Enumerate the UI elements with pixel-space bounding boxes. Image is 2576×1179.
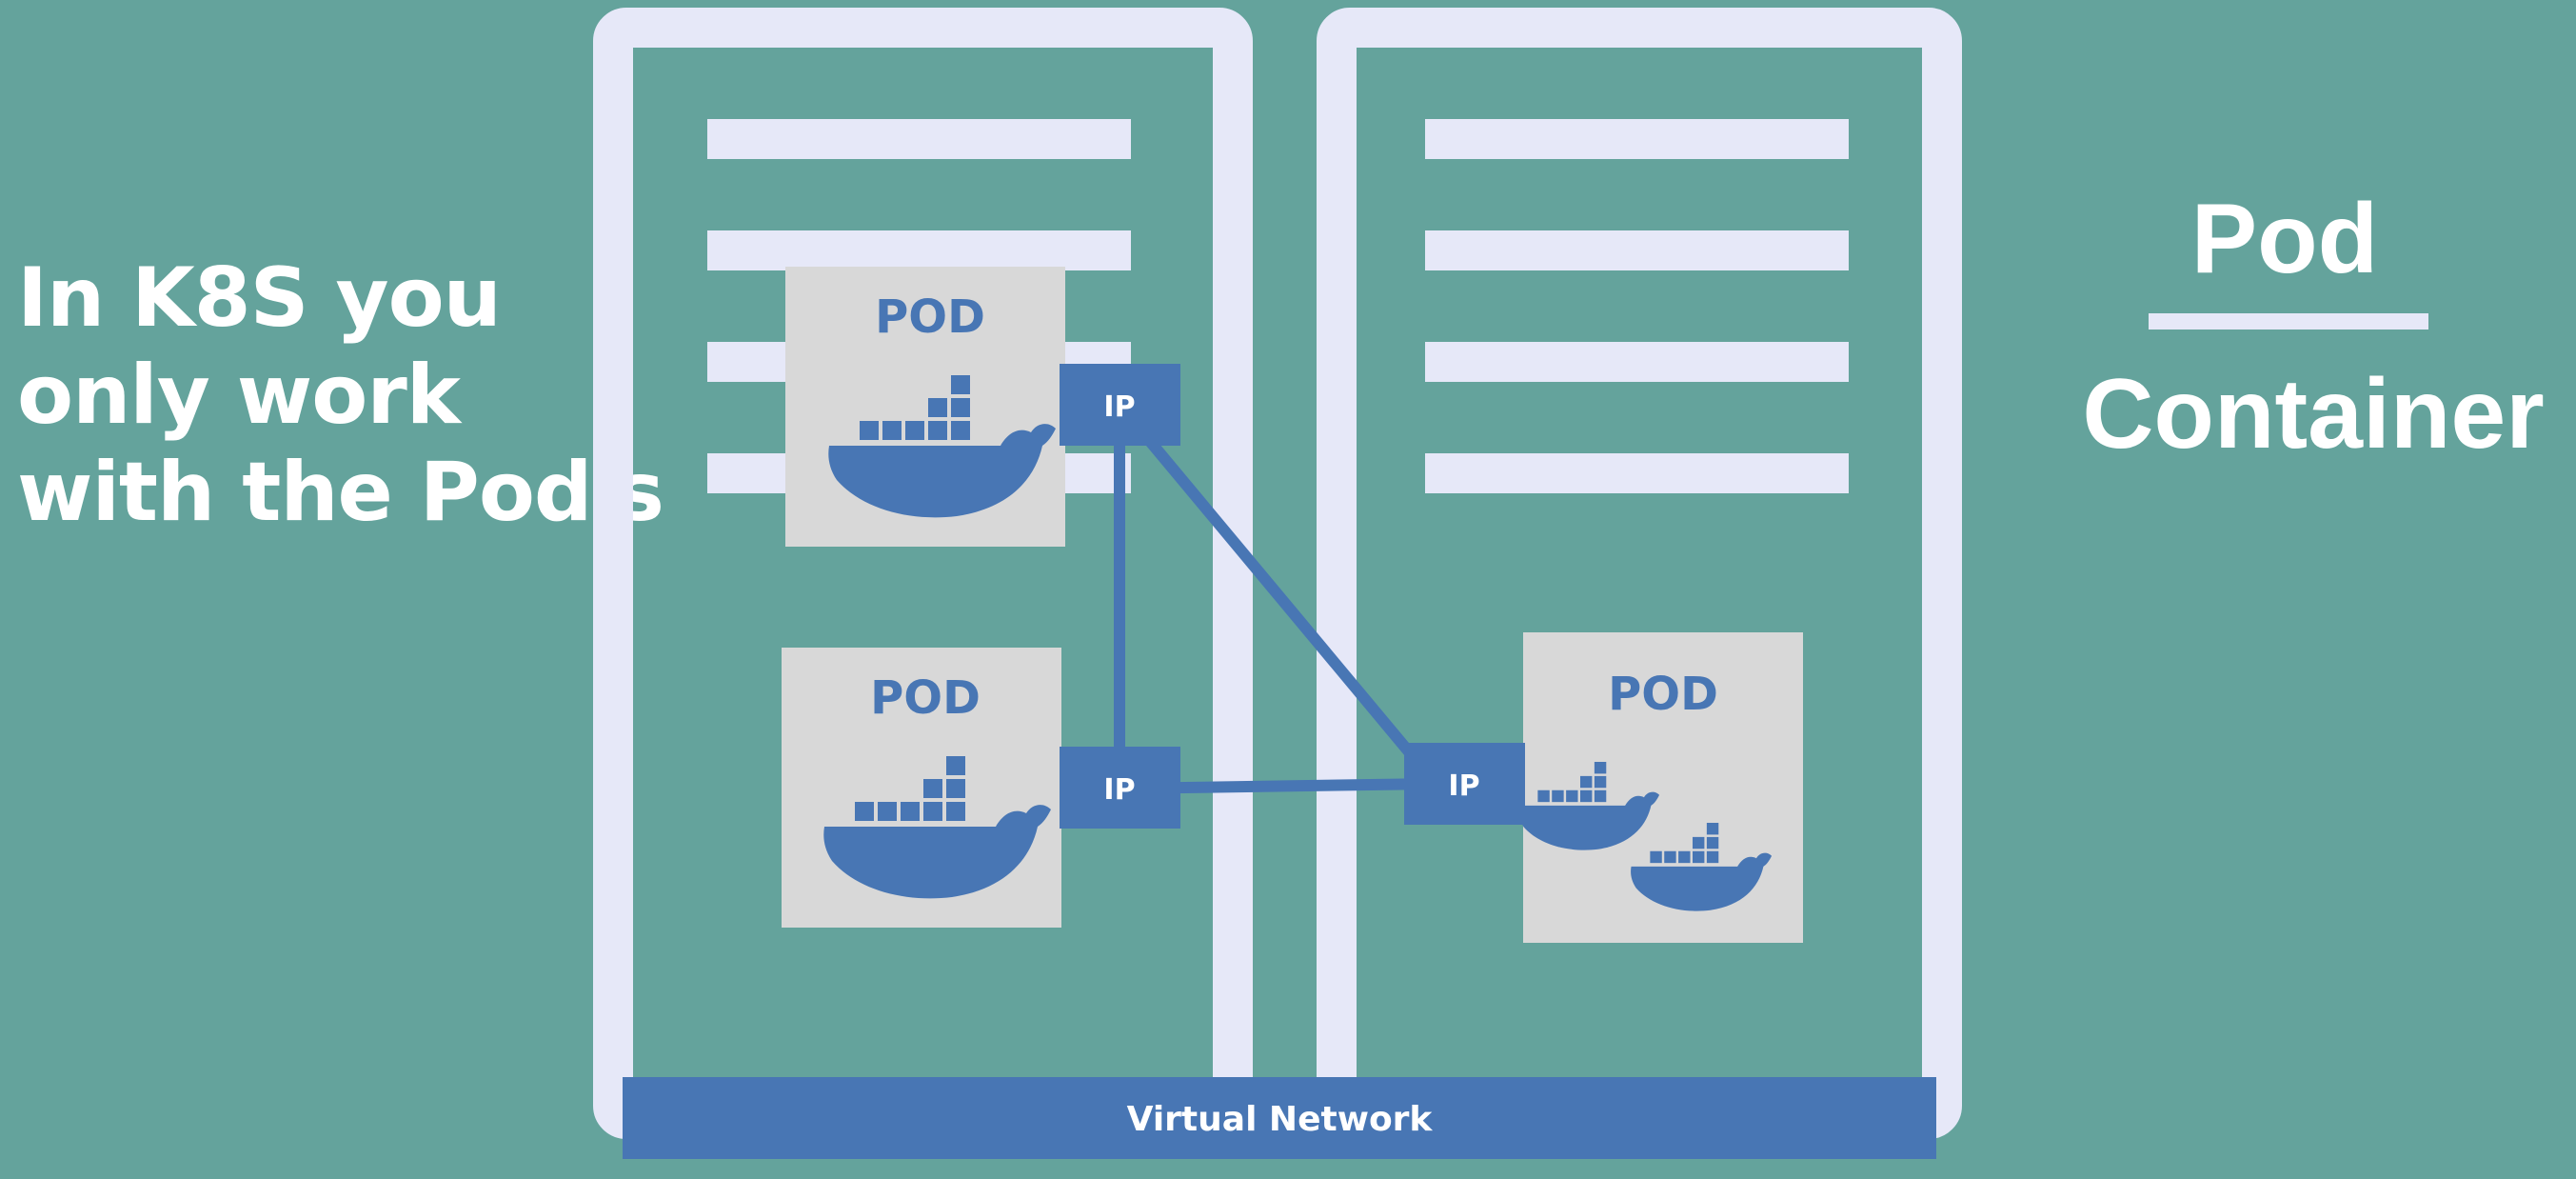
virtual-network-label: Virtual Network: [1127, 1100, 1434, 1139]
fraction-divider: [2149, 313, 2428, 330]
caption-line: only work: [17, 348, 461, 443]
server-bar: [1425, 342, 1849, 382]
pod-card: POD: [785, 267, 1065, 547]
ip-label: IP: [1448, 769, 1479, 803]
caption-line: In K8S you: [17, 250, 502, 346]
ip-badge: IP: [1060, 364, 1180, 446]
server-bar: [707, 119, 1131, 159]
server-node-1: [593, 8, 1253, 1139]
server-bar: [1425, 119, 1849, 159]
ip-label: IP: [1103, 390, 1135, 424]
fraction-denominator: Container: [2082, 359, 2545, 470]
ip-badge: IP: [1404, 743, 1525, 825]
server-bar: [707, 230, 1131, 270]
pod-label: POD: [870, 671, 981, 725]
ip-connections: [1114, 401, 1440, 794]
server-bar: [1425, 230, 1849, 270]
pod-label: POD: [1608, 668, 1718, 721]
pod-card: POD: [782, 648, 1061, 928]
connection-line: [1115, 401, 1440, 788]
pod-card: POD: [1518, 632, 1803, 943]
virtual-network-bar: Virtual Network: [623, 1077, 1936, 1159]
fraction-numerator: Pod: [2190, 184, 2379, 294]
ip-label: IP: [1103, 773, 1135, 807]
pod-label: POD: [875, 290, 985, 344]
ip-badge: IP: [1060, 747, 1180, 829]
server-node-2: [1317, 8, 1962, 1139]
server-bar: [1425, 453, 1849, 493]
